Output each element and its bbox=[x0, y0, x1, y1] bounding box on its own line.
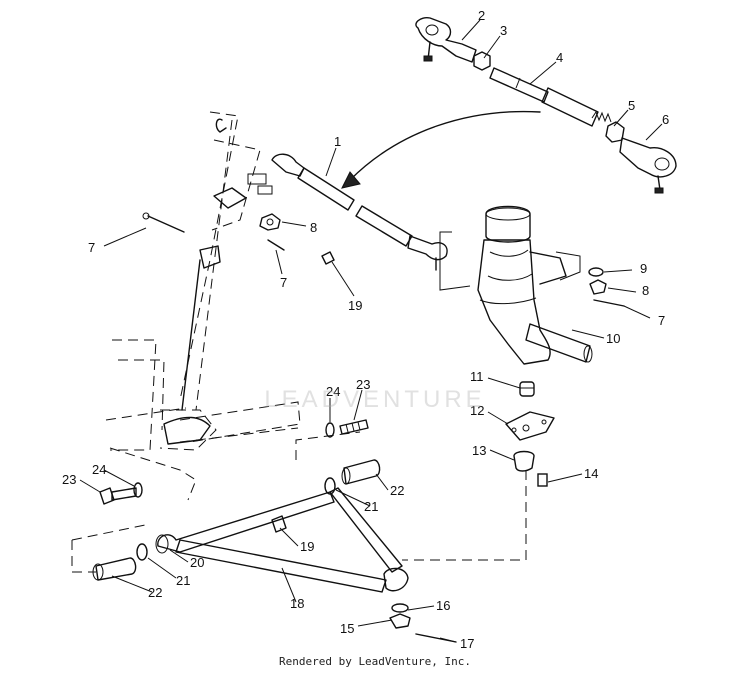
callout-12: 12 bbox=[470, 403, 484, 418]
washer-16[interactable] bbox=[391, 603, 409, 613]
callout-19-b: 19 bbox=[300, 539, 314, 554]
ball-joint-13[interactable] bbox=[513, 450, 535, 472]
rod-end-2[interactable] bbox=[415, 16, 477, 63]
adjuster-tube-4[interactable] bbox=[489, 67, 549, 103]
callout-3: 3 bbox=[500, 23, 507, 38]
callout-4: 4 bbox=[556, 50, 563, 65]
callout-6: 6 bbox=[662, 112, 669, 127]
washer-21a[interactable] bbox=[324, 477, 336, 495]
castle-nut-15[interactable] bbox=[389, 613, 411, 629]
callout-2: 2 bbox=[478, 8, 485, 23]
callout-9: 9 bbox=[640, 261, 647, 276]
castle-nut-8a[interactable] bbox=[259, 213, 281, 231]
callout-7-c: 7 bbox=[658, 313, 665, 328]
spindle[interactable] bbox=[439, 205, 593, 365]
cotter-pin-7a[interactable] bbox=[142, 212, 185, 233]
callout-22-b: 22 bbox=[148, 585, 162, 600]
washer-24b[interactable] bbox=[325, 422, 335, 438]
callout-13: 13 bbox=[472, 443, 486, 458]
castle-nut-8b[interactable] bbox=[589, 279, 607, 295]
callout-19-a: 19 bbox=[348, 298, 362, 313]
callout-21-b: 21 bbox=[176, 573, 190, 588]
callout-24-a: 24 bbox=[326, 384, 340, 399]
washer-24a[interactable] bbox=[133, 482, 143, 498]
jam-nut-3[interactable] bbox=[473, 51, 491, 71]
ball-joint-11[interactable] bbox=[519, 381, 535, 397]
callout-22-a: 22 bbox=[390, 483, 404, 498]
callout-23-b: 23 bbox=[62, 472, 76, 487]
assembly-arrow bbox=[349, 110, 541, 181]
callout-17: 17 bbox=[460, 636, 474, 651]
retainer-plate-12[interactable] bbox=[505, 411, 555, 441]
steering-post-outline bbox=[105, 111, 301, 501]
callout-20: 20 bbox=[190, 555, 204, 570]
bushing-22a[interactable] bbox=[341, 459, 381, 485]
callout-5: 5 bbox=[628, 98, 635, 113]
rod-end-6[interactable] bbox=[619, 137, 677, 178]
washer-9[interactable] bbox=[588, 267, 604, 277]
bolt-23b[interactable] bbox=[339, 419, 369, 435]
callout-1: 1 bbox=[334, 134, 341, 149]
callout-labels: 1 2 3 4 5 6 7 8 7 19 9 8 7 10 11 12 13 1… bbox=[62, 8, 669, 651]
a-arm-18[interactable] bbox=[155, 487, 409, 593]
cotter-pin-7b[interactable] bbox=[267, 239, 285, 251]
footer-credit: Rendered by LeadVenture, Inc. bbox=[278, 655, 472, 668]
leader-lines bbox=[79, 19, 663, 643]
washer-21b[interactable] bbox=[136, 543, 148, 561]
bolt-23a[interactable] bbox=[99, 487, 137, 505]
callout-14: 14 bbox=[584, 466, 598, 481]
callout-8-a: 8 bbox=[310, 220, 317, 235]
spindle-axle-10[interactable] bbox=[525, 323, 591, 363]
callout-15: 15 bbox=[340, 621, 354, 636]
callout-16: 16 bbox=[436, 598, 450, 613]
callout-24-b: 24 bbox=[92, 462, 106, 477]
callout-8-b: 8 bbox=[642, 283, 649, 298]
tie-rod-assembly-exploded bbox=[415, 16, 677, 194]
callout-23-a: 23 bbox=[356, 377, 370, 392]
grease-fitting-19b[interactable] bbox=[271, 515, 287, 533]
callout-7-b: 7 bbox=[280, 275, 287, 290]
screw-14[interactable] bbox=[537, 473, 548, 487]
callout-18: 18 bbox=[290, 596, 304, 611]
tie-rod-installed-1[interactable] bbox=[271, 153, 448, 271]
cotter-pin-7c[interactable] bbox=[593, 299, 625, 307]
watermark-text: LEADVENTURE bbox=[264, 386, 486, 413]
callout-11: 11 bbox=[470, 369, 484, 384]
grease-fitting-19a[interactable] bbox=[321, 251, 335, 265]
callout-7-a: 7 bbox=[88, 240, 95, 255]
callout-10: 10 bbox=[606, 331, 620, 346]
callout-21-a: 21 bbox=[364, 499, 378, 514]
